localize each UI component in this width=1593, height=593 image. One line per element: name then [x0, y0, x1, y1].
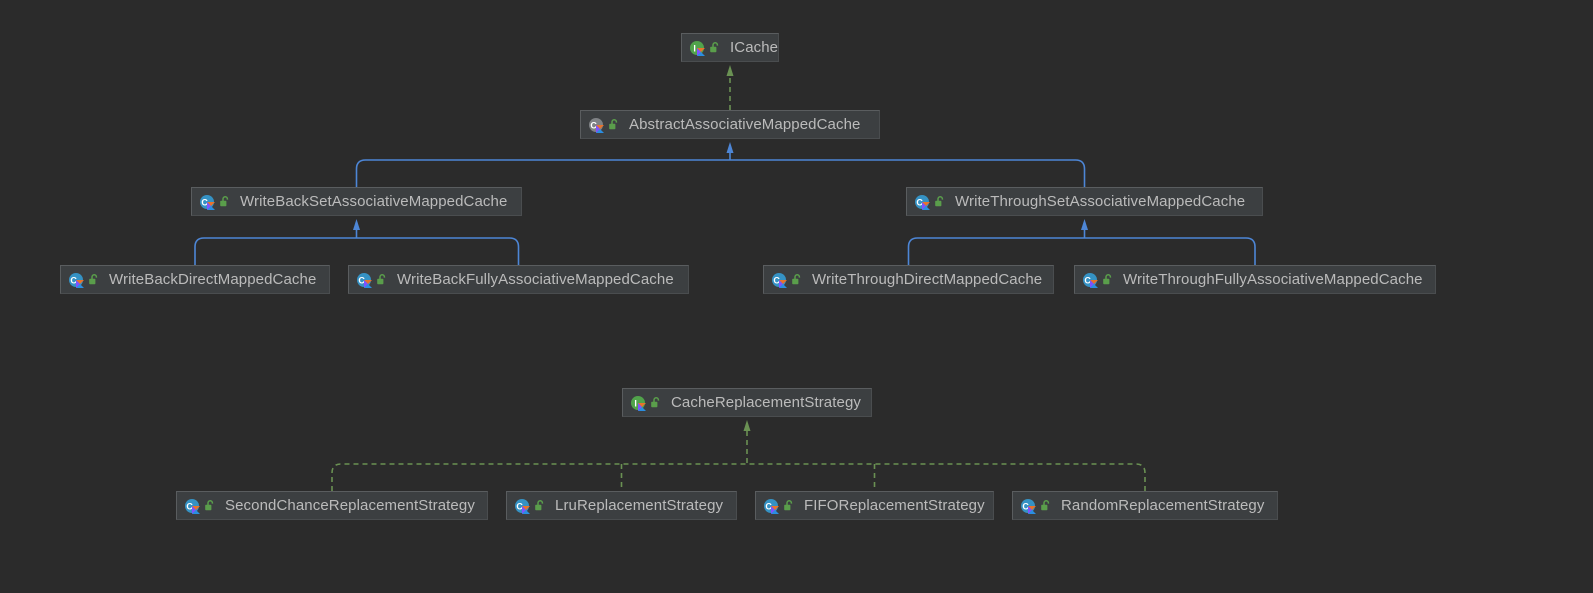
node-label: WriteThroughSetAssociativeMappedCache [955, 193, 1246, 210]
public-visibility-icon [784, 500, 793, 511]
node-icon-group: C [914, 194, 946, 210]
interface-icon: I [631, 395, 646, 411]
class-icon: C [764, 498, 779, 514]
public-visibility-icon [609, 119, 618, 130]
public-visibility-icon [220, 196, 229, 207]
public-visibility-icon [535, 500, 544, 511]
node-label: FIFOReplacementStrategy [804, 497, 985, 514]
svg-text:C: C [201, 197, 208, 207]
public-visibility-icon [377, 274, 386, 285]
uml-class-node-write-back-fully-associative-mapped-cache[interactable]: C WriteBackFullyAssociativeMappedCache [348, 265, 689, 294]
class-icon: C [1021, 498, 1036, 514]
node-icon-group: C [588, 117, 620, 133]
uml-class-node-write-back-set-associative-mapped-cache[interactable]: C WriteBackSetAssociativeMappedCache [191, 187, 522, 216]
abstract-class-icon: C [589, 117, 604, 133]
public-visibility-icon [651, 397, 660, 408]
class-icon: C [200, 194, 215, 210]
svg-text:C: C [1084, 275, 1091, 285]
uml-class-node-second-chance-replacement-strategy[interactable]: C SecondChanceReplacementStrategy [176, 491, 488, 520]
node-icon-group: C [771, 272, 803, 288]
public-visibility-icon [1041, 500, 1050, 511]
svg-text:C: C [358, 275, 365, 285]
svg-text:C: C [1022, 501, 1029, 511]
node-label: ICache [730, 39, 779, 56]
node-icon-group: I [630, 395, 662, 411]
node-icon-group: C [763, 498, 795, 514]
class-icon: C [1083, 272, 1098, 288]
class-icon: C [185, 498, 200, 514]
node-label: WriteThroughFullyAssociativeMappedCache [1123, 271, 1423, 288]
svg-text:C: C [70, 275, 77, 285]
public-visibility-icon [1103, 274, 1112, 285]
node-label: CacheReplacementStrategy [671, 394, 862, 411]
class-icon: C [357, 272, 372, 288]
class-icon: C [772, 272, 787, 288]
svg-text:C: C [516, 501, 523, 511]
svg-text:C: C [590, 120, 597, 130]
uml-class-node-write-through-set-associative-mapped-cache[interactable]: C WriteThroughSetAssociativeMappedCache [906, 187, 1263, 216]
node-label: WriteBackFullyAssociativeMappedCache [397, 271, 674, 288]
public-visibility-icon [89, 274, 98, 285]
node-icon-group: C [184, 498, 216, 514]
node-icon-group: C [199, 194, 231, 210]
public-visibility-icon [935, 196, 944, 207]
interface-icon: I [690, 40, 705, 56]
svg-text:C: C [765, 501, 772, 511]
uml-class-node-lru-replacement-strategy[interactable]: C LruReplacementStrategy [506, 491, 737, 520]
node-label: LruReplacementStrategy [555, 497, 724, 514]
node-label: AbstractAssociativeMappedCache [629, 116, 861, 133]
svg-text:C: C [916, 197, 923, 207]
node-icon-group: C [1082, 272, 1114, 288]
svg-text:I: I [634, 398, 637, 408]
uml-class-node-random-replacement-strategy[interactable]: C RandomReplacementStrategy [1012, 491, 1278, 520]
public-visibility-icon [205, 500, 214, 511]
uml-class-node-write-through-fully-associative-mapped-cache[interactable]: C WriteThroughFullyAssociativeMappedCache [1074, 265, 1436, 294]
node-label: WriteBackDirectMappedCache [109, 271, 317, 288]
node-icon-group: C [514, 498, 546, 514]
public-visibility-icon [710, 42, 719, 53]
svg-text:C: C [186, 501, 193, 511]
node-label: WriteThroughDirectMappedCache [812, 271, 1043, 288]
class-icon: C [915, 194, 930, 210]
uml-class-node-write-back-direct-mapped-cache[interactable]: C WriteBackDirectMappedCache [60, 265, 330, 294]
svg-text:I: I [693, 43, 696, 53]
node-icon-group: C [68, 272, 100, 288]
node-label: WriteBackSetAssociativeMappedCache [240, 193, 508, 210]
node-icon-group: C [1020, 498, 1052, 514]
public-visibility-icon [792, 274, 801, 285]
uml-class-node-fifo-replacement-strategy[interactable]: C FIFOReplacementStrategy [755, 491, 994, 520]
uml-class-node-icache[interactable]: I ICache [681, 33, 779, 62]
class-icon: C [69, 272, 84, 288]
node-label: RandomReplacementStrategy [1061, 497, 1265, 514]
node-label: SecondChanceReplacementStrategy [225, 497, 475, 514]
uml-class-node-cache-replacement-strategy[interactable]: I CacheReplacementStrategy [622, 388, 872, 417]
node-icon-group: C [356, 272, 388, 288]
class-icon: C [515, 498, 530, 514]
uml-class-node-write-through-direct-mapped-cache[interactable]: C WriteThroughDirectMappedCache [763, 265, 1054, 294]
uml-class-node-abstract-associative-mapped-cache[interactable]: C AbstractAssociativeMappedCache [580, 110, 880, 139]
svg-text:C: C [773, 275, 780, 285]
node-icon-group: I [689, 40, 721, 56]
